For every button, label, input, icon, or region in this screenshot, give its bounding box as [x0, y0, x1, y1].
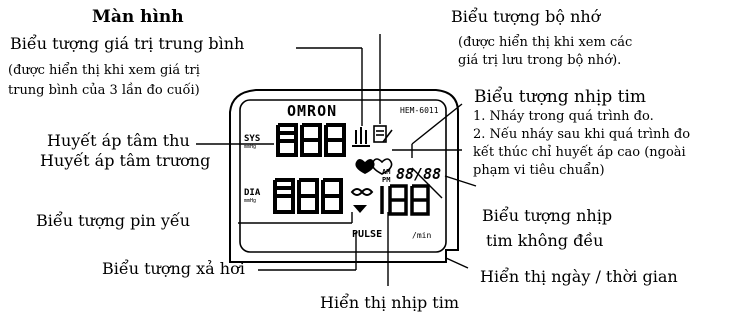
average-icon-desc-2: trung bình của 3 lần đo cuối) [8, 83, 200, 98]
low-battery-icon [350, 188, 374, 196]
diastolic-label: Huyết áp tâm trương [40, 151, 211, 170]
leader-lines [196, 34, 477, 286]
sys-label: SYS [244, 134, 261, 144]
deflation-label: Biểu tượng xả hơi [102, 259, 245, 278]
dia-unit-label: mmHg [244, 198, 257, 204]
memory-icon [373, 125, 393, 143]
average-icon-desc-1: (được hiển thị khi xem giá trị [8, 63, 200, 78]
heartbeat-icon-note-2: 2. Nếu nháy sau khi quá trình đo [473, 127, 691, 142]
device-outline [229, 89, 459, 263]
low-battery-label: Biểu tượng pin yếu [36, 211, 191, 230]
page-title: Màn hình [92, 7, 184, 27]
average-icon-title: Biểu tượng giá trị trung bình [10, 34, 245, 53]
pulse-label: PULSE [352, 229, 383, 240]
memory-icon-desc-2: giá trị lưu trong bộ nhớ). [458, 53, 622, 68]
date-time-digits: 88/88 [396, 165, 442, 183]
am-label: AM [382, 168, 391, 176]
heartbeat-icon-note-4: phạm vi tiêu chuẩn) [473, 163, 605, 178]
heartbeat-icon-title: Biểu tượng nhịp tim [474, 87, 647, 107]
dia-label: DIA [244, 188, 261, 198]
systolic-label: Huyết áp tâm thu [47, 131, 190, 150]
pulse-digit-group [380, 184, 430, 216]
sys-digit-group [276, 123, 346, 157]
pulse-unit-label: /min [412, 231, 432, 240]
deflation-icon [353, 205, 367, 213]
pm-label: PM [382, 176, 391, 184]
memory-icon-title: Biểu tượng bộ nhớ [451, 7, 601, 26]
pulse-display-label: Hiển thị nhịp tim [320, 293, 460, 312]
sys-unit-label: mmHg [244, 144, 257, 150]
irregular-heartbeat-label-2: tim không đều [486, 231, 604, 250]
average-icon [352, 127, 370, 147]
heartbeat-icon-note-1: 1. Nháy trong quá trình đo. [473, 109, 654, 124]
memory-icon-desc-1: (được hiển thị khi xem các [458, 35, 633, 50]
irregular-heartbeat-icon [371, 158, 393, 175]
heartbeat-icon-note-3: kết thúc chỉ huyết áp cao (ngoài [473, 145, 686, 160]
date-time-label: Hiển thị ngày / thời gian [480, 267, 678, 286]
heartbeat-icon [355, 159, 375, 174]
irregular-heartbeat-label-1: Biểu tượng nhịp [482, 206, 613, 225]
dia-digit-group [273, 178, 343, 214]
brand-logo: OMRON [287, 102, 338, 120]
model-label: HEM-6011 [400, 106, 439, 115]
